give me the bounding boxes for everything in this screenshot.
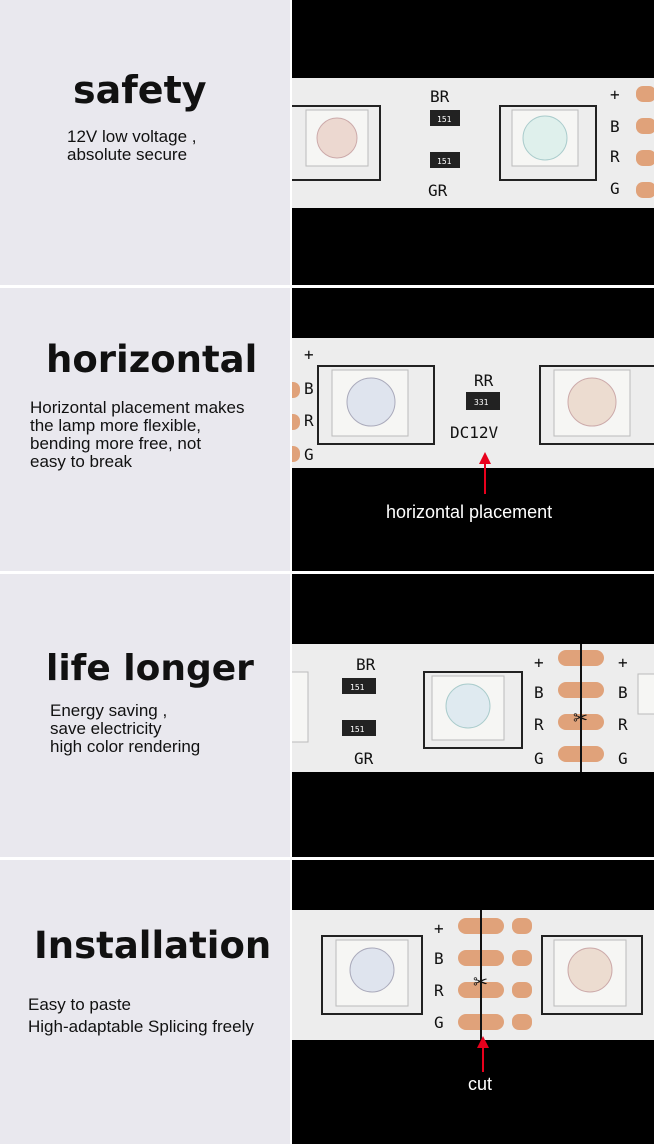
text-area: life longer Energy saving , save electri… — [0, 574, 290, 857]
label-dc12v: DC12V — [450, 423, 499, 442]
svg-text:G: G — [618, 749, 628, 768]
svg-text:G: G — [304, 445, 314, 464]
solder-pad — [512, 918, 532, 934]
panel-installation: Installation Easy to paste High-adaptabl… — [0, 860, 654, 1144]
led-module-outline — [423, 671, 523, 749]
led-module-outline — [541, 935, 643, 1015]
panel-title: safety — [73, 68, 207, 112]
label-br: BR — [356, 655, 376, 674]
svg-text:R: R — [610, 147, 620, 166]
led-module-outline — [499, 105, 597, 181]
label-br: BR — [430, 87, 450, 106]
svg-text:B: B — [434, 949, 444, 968]
panel-description: Horizontal placement makes the lamp more… — [30, 398, 245, 471]
arrow-head — [479, 452, 491, 464]
svg-text:R: R — [434, 981, 444, 1000]
svg-text:G: G — [610, 179, 620, 198]
led-chip — [292, 671, 309, 743]
solder-pad — [636, 150, 654, 166]
product-photo: 151 151 BR GR + B R G + B R G ✂ — [292, 574, 654, 857]
panel-title: Installation — [34, 924, 272, 967]
text-area: Installation Easy to paste High-adaptabl… — [0, 860, 290, 1144]
led-strip-image: + B R G ✂ — [292, 910, 654, 1072]
product-photo: 151 151 BR GR + B R G — [292, 0, 654, 285]
solder-pad — [512, 950, 532, 966]
panel-description: Energy saving , save electricity high co… — [50, 701, 201, 756]
svg-text:R: R — [304, 411, 314, 430]
svg-text:151: 151 — [350, 683, 365, 692]
svg-text:+: + — [304, 345, 314, 364]
solder-pad — [636, 118, 654, 134]
scissors-icon: ✂ — [573, 708, 588, 729]
svg-text:G: G — [534, 749, 544, 768]
svg-text:+: + — [610, 85, 620, 104]
svg-text:R: R — [618, 715, 628, 734]
svg-text:B: B — [534, 683, 544, 702]
solder-pad — [292, 414, 300, 430]
arrow-head — [477, 1036, 489, 1048]
svg-text:151: 151 — [350, 725, 365, 734]
led-strip-image: 151 151 BR GR + B R G + B R G ✂ — [292, 644, 654, 772]
panel-life-longer: life longer Energy saving , save electri… — [0, 574, 654, 857]
caption: cut — [468, 1074, 493, 1094]
led-module-outline — [321, 935, 423, 1015]
led-lens — [445, 683, 491, 729]
solder-pad — [512, 1014, 532, 1030]
resistor — [342, 720, 376, 736]
led-lens — [522, 115, 568, 161]
solder-pad — [636, 182, 654, 198]
panel-description: 12V low voltage , absolute secure — [67, 127, 197, 164]
panel-description: Easy to paste High-adaptable Splicing fr… — [28, 995, 254, 1036]
solder-pad — [292, 382, 300, 398]
led-lens — [349, 947, 395, 993]
led-module-outline — [539, 365, 654, 445]
svg-text:+: + — [434, 919, 444, 938]
led-module-outline — [292, 105, 381, 181]
solder-pad — [292, 446, 300, 462]
label-rr: RR — [474, 371, 494, 390]
text-area: horizontal Horizontal placement makes th… — [0, 288, 290, 571]
led-strip-image: 331 RR DC12V + B R G — [292, 338, 654, 494]
resistor — [466, 392, 500, 410]
svg-text:R: R — [534, 715, 544, 734]
panel-title: horizontal — [46, 338, 258, 381]
svg-text:G: G — [434, 1013, 444, 1032]
resistor — [342, 678, 376, 694]
led-strip-image: 151 151 BR GR + B R G — [292, 78, 654, 208]
scissors-icon: ✂ — [473, 972, 488, 993]
product-photo: + B R G ✂ cut — [292, 860, 654, 1144]
resistor — [430, 152, 460, 168]
resistor — [430, 110, 460, 126]
label-gr: GR — [428, 181, 448, 200]
solder-pad — [636, 86, 654, 102]
panel-horizontal: horizontal Horizontal placement makes th… — [0, 288, 654, 571]
svg-text:151: 151 — [437, 157, 452, 166]
product-photo: 331 RR DC12V + B R G horizontal placemen… — [292, 288, 654, 571]
led-lens — [567, 947, 613, 993]
svg-text:B: B — [304, 379, 314, 398]
text-area: safety 12V low voltage , absolute secure — [0, 0, 290, 285]
led-lens — [567, 377, 617, 427]
svg-text:+: + — [618, 653, 628, 672]
led-module-outline — [317, 365, 435, 445]
svg-text:+: + — [534, 653, 544, 672]
svg-text:B: B — [610, 117, 620, 136]
svg-text:331: 331 — [474, 398, 489, 407]
svg-text:151: 151 — [437, 115, 452, 124]
solder-pad — [512, 982, 532, 998]
panel-title: life longer — [46, 648, 254, 689]
svg-text:B: B — [618, 683, 628, 702]
led-lens — [346, 377, 396, 427]
caption: horizontal placement — [386, 502, 553, 522]
led-lens — [316, 117, 358, 159]
panel-safety: safety 12V low voltage , absolute secure… — [0, 0, 654, 285]
label-gr: GR — [354, 749, 374, 768]
